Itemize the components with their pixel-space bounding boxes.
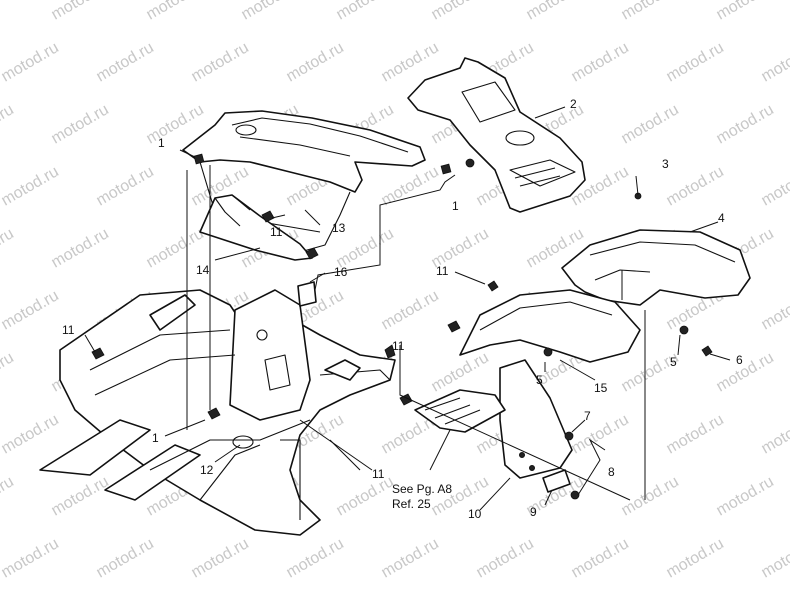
watermark-text: motod.ru (619, 101, 682, 147)
callout-1-frame: 1 (152, 431, 159, 445)
part-front-fender (459, 289, 641, 363)
watermark-text: motod.ru (284, 535, 347, 581)
note-line-2: Ref. 25 (392, 497, 431, 511)
part-front-cover (182, 110, 426, 253)
watermark-text: motod.ru (0, 473, 17, 519)
callout-15: 15 (594, 381, 608, 395)
callout-1-upper-left: 1 (158, 136, 165, 150)
callout-labels: 1 1 1 2 3 4 5 5 6 7 8 9 10 11 11 11 11 1… (62, 97, 743, 521)
callout-5-front: 5 (536, 373, 543, 387)
watermark-text: motod.ru (619, 0, 682, 23)
part-decal (297, 281, 317, 307)
watermark-text: motod.ru (284, 39, 347, 85)
part-footrest (414, 389, 506, 433)
callout-2: 2 (570, 97, 577, 111)
callout-16: 16 (334, 265, 348, 279)
watermark-text: motod.ru (49, 473, 112, 519)
watermark-text: motod.ru (474, 535, 537, 581)
callout-9: 9 (530, 505, 537, 519)
watermark-text: motod.ru (94, 163, 157, 209)
callout-10: 10 (468, 507, 482, 521)
watermark-text: motod.ru (619, 473, 682, 519)
callout-13: 13 (332, 221, 346, 235)
watermark-text: motod.ru (49, 0, 112, 23)
callout-1-console: 1 (452, 199, 459, 213)
watermark-text: motod.ru (94, 39, 157, 85)
watermark-text: motod.ru (189, 535, 252, 581)
watermark-text: motod.ru (94, 535, 157, 581)
watermark-text: motod.ru (0, 349, 17, 395)
watermark-text: motod.ru (429, 473, 492, 519)
watermark-text: motod.ru (49, 225, 112, 271)
watermark-text: motod.ru (334, 473, 397, 519)
watermark-text: motod.ru (664, 163, 727, 209)
watermark-text: motod.ru (429, 349, 492, 395)
watermark-text: motod.ru (379, 535, 442, 581)
part-rear-fender (561, 229, 751, 306)
watermark-text: motod.ru (429, 0, 492, 23)
callout-11-center: 11 (392, 339, 405, 353)
watermark-text: motod.ru (49, 101, 112, 147)
watermark-text: motod.ru (664, 535, 727, 581)
part-console (407, 57, 586, 213)
watermark-text: motod.ru (379, 287, 442, 333)
watermark-text: motod.ru (0, 287, 62, 333)
watermark-text: motod.ru (714, 101, 777, 147)
part-bracket (542, 469, 571, 493)
callout-5-rear: 5 (670, 355, 677, 369)
watermark-text: motod.ru (759, 535, 790, 581)
watermark-text: motod.ru (759, 39, 790, 85)
callout-11-lower: 11 (372, 467, 385, 481)
watermark-text: motod.ru (759, 163, 790, 209)
watermark-text: motod.ru (714, 473, 777, 519)
callout-11-left: 11 (62, 323, 75, 337)
part-frame (39, 289, 396, 536)
watermark-text: motod.ru (0, 39, 62, 85)
callout-11-right: 11 (436, 264, 449, 278)
watermark-text: motod.ru (144, 0, 207, 23)
note-line-1: See Pg. A8 (392, 482, 452, 496)
watermark-text: motod.ru (0, 163, 62, 209)
callout-12: 12 (200, 463, 214, 477)
watermark-text: motod.ru (0, 0, 17, 23)
callout-8: 8 (608, 465, 615, 479)
watermark-text: motod.ru (189, 39, 252, 85)
watermark-text: motod.ru (524, 0, 587, 23)
watermark-text: motod.ru (714, 349, 777, 395)
watermark-text: motod.ru (239, 0, 302, 23)
watermark-text: motod.ru (569, 535, 632, 581)
watermark-text: motod.ru (0, 225, 17, 271)
part-shield (199, 194, 313, 261)
watermark-text: motod.ru (714, 0, 777, 23)
watermark-text: motod.ru (569, 411, 632, 457)
watermark-text: motod.ru (334, 0, 397, 23)
reference-note: See Pg. A8 Ref. 25 (392, 482, 452, 511)
callout-14: 14 (196, 263, 210, 277)
watermark-text: motod.ru (759, 287, 790, 333)
hardware (91, 153, 713, 500)
callout-3: 3 (662, 157, 669, 171)
watermark-text: motod.ru (0, 535, 62, 581)
watermark-text: motod.ru (664, 39, 727, 85)
watermark-text: motod.ru (0, 411, 62, 457)
callout-11-upper: 11 (270, 225, 283, 239)
watermark-text: motod.ru (759, 411, 790, 457)
callout-7: 7 (584, 409, 591, 423)
watermark-text: motod.ru (664, 411, 727, 457)
leader-lines (84, 106, 731, 511)
watermark-text: motod.ru (569, 39, 632, 85)
callout-4: 4 (718, 211, 725, 225)
watermark-text: motod.ru (0, 101, 17, 147)
callout-6: 6 (736, 353, 743, 367)
